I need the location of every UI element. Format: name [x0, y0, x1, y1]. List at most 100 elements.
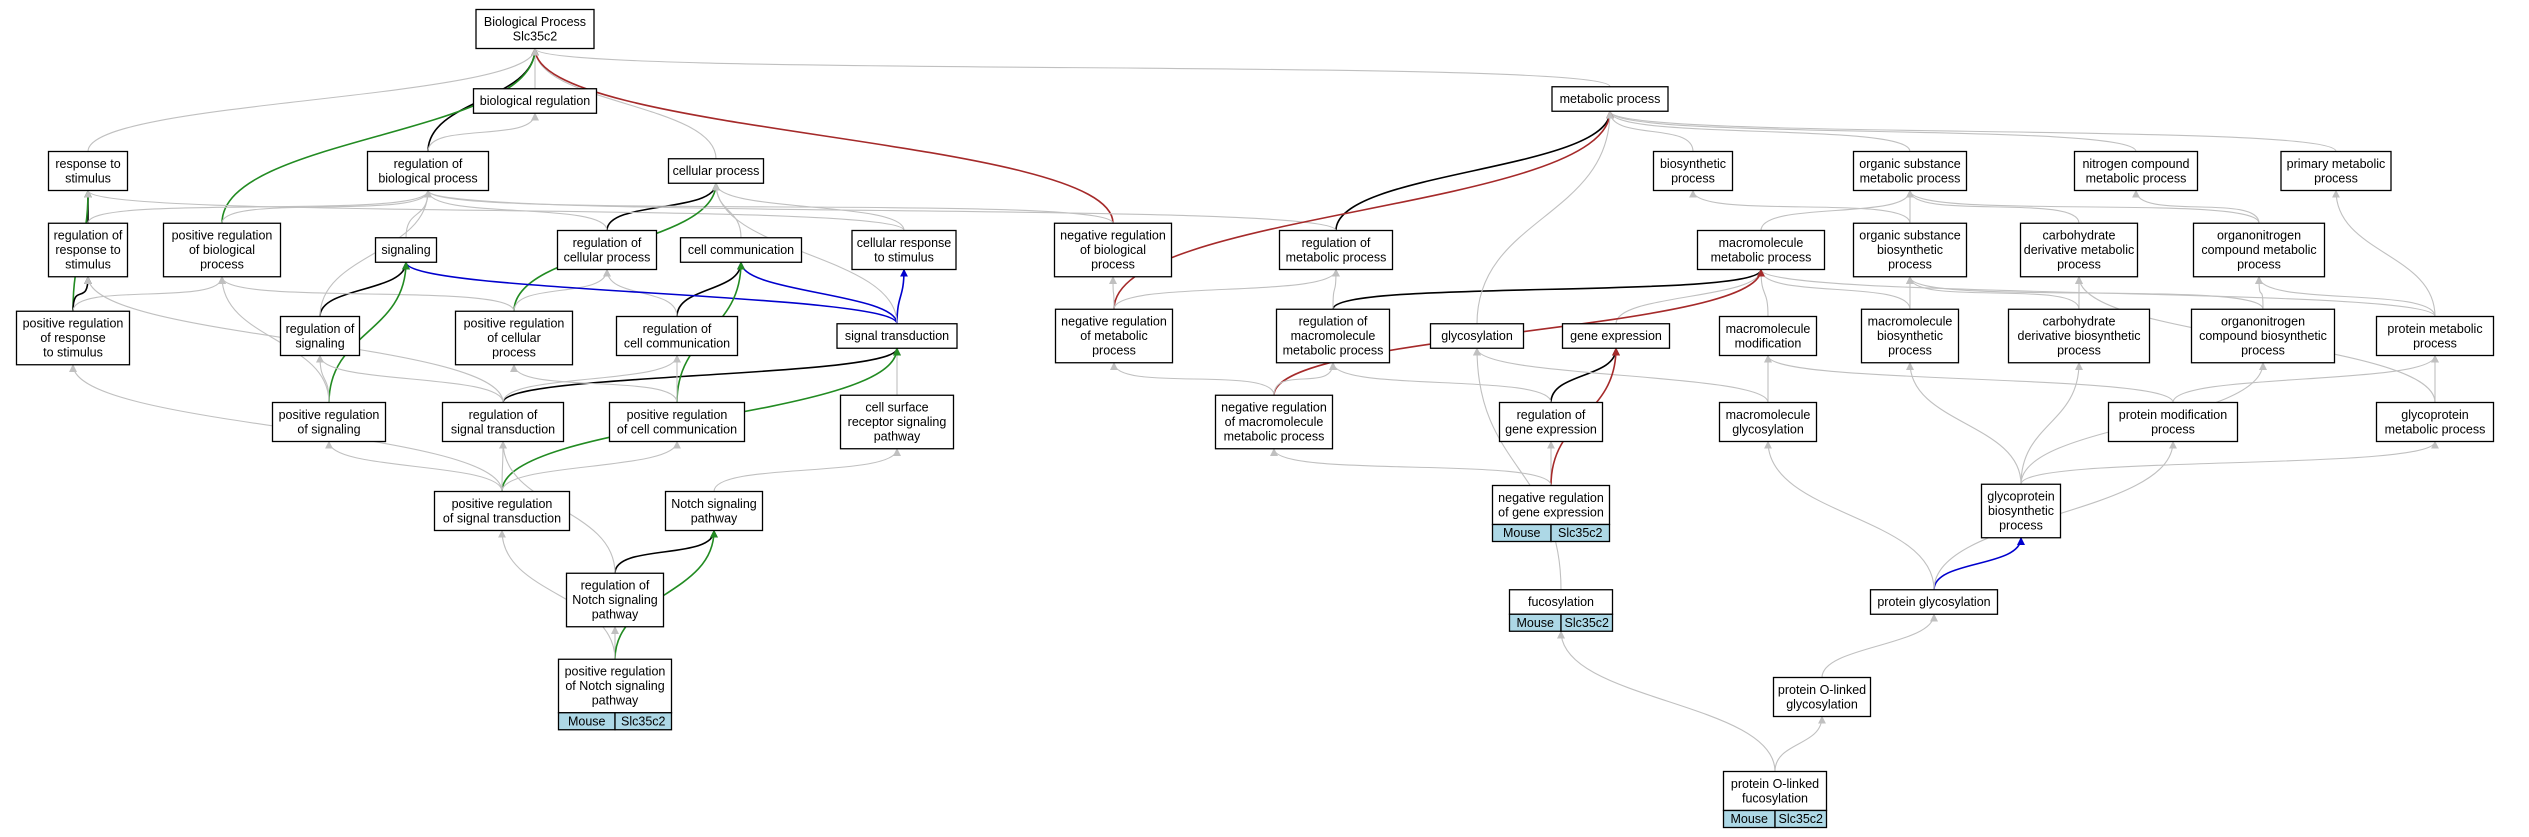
- node-label-line: carbohydrate: [2043, 229, 2116, 243]
- node-label-line: response to: [55, 243, 120, 257]
- node-label-line: of biological: [1080, 243, 1146, 257]
- node-label-line: primary metabolic: [2287, 157, 2386, 171]
- node-label-line: glycosylation: [1441, 329, 1513, 343]
- node-label-line: process: [1091, 258, 1135, 272]
- gene-tag-cell: [614, 712, 673, 731]
- node-sigtrans[interactable]: signal transduction: [836, 323, 958, 349]
- node-box: [836, 323, 958, 349]
- node-label-line: of gene expression: [1498, 505, 1604, 519]
- node-signaling[interactable]: signaling: [374, 237, 438, 263]
- node-label-line: process: [2241, 344, 2285, 358]
- edge-cellresp-to-resp: [84, 189, 905, 231]
- node-metab[interactable]: metabolic process: [1551, 86, 1669, 112]
- edge-protglyc-to-macroglyc: [1764, 440, 1935, 590]
- node-label-line: pathway: [592, 608, 639, 622]
- node-cellp[interactable]: cellular process: [667, 158, 765, 184]
- gene-tag-label: Slc35c2: [621, 714, 666, 728]
- node-box: [2190, 308, 2336, 364]
- node-label-line: organonitrogen: [2221, 315, 2305, 329]
- node-box: [454, 310, 574, 366]
- edge-negregmetab-to-metab: [1113, 110, 1614, 310]
- node-box: [1054, 308, 1174, 364]
- node-label-line: derivative metabolic: [2024, 243, 2134, 257]
- edge-negregmacro-to-regmacro: [1273, 361, 1337, 396]
- gene-tag-cell: [1774, 809, 1828, 829]
- node-cellcomm[interactable]: cell communication: [679, 237, 803, 263]
- edge-carbmet-to-orgsub: [1906, 189, 2080, 224]
- node-label-line: metabolic process: [1283, 344, 1384, 358]
- node-label-line: glycoprotein: [1987, 490, 2054, 504]
- node-box: [1561, 323, 1671, 349]
- node-label-line: glycosylation: [1786, 697, 1858, 711]
- species-tag-label: Mouse: [568, 714, 606, 728]
- node-box: [15, 310, 131, 366]
- node-label-line: regulation of: [1517, 408, 1586, 422]
- node-label-line: regulation of: [1302, 236, 1371, 250]
- node-protglyc[interactable]: protein glycosylation: [1869, 589, 1999, 615]
- node-label-line: metabolic process: [1286, 250, 1387, 264]
- node-label-line: receptor signaling: [848, 415, 947, 429]
- edge-signaling-to-regbp: [405, 189, 432, 238]
- gene-tag-cell: [1560, 613, 1614, 632]
- edge-posregbp-to-regbp: [221, 189, 432, 224]
- node-label-line: gene expression: [1570, 329, 1662, 343]
- node-geneexp[interactable]: gene expression: [1561, 323, 1671, 349]
- node-box: [2280, 150, 2392, 192]
- node-label-line: organic substance: [1859, 157, 1961, 171]
- node-box: [366, 150, 490, 192]
- node-label-line: process: [2314, 171, 2358, 185]
- node-breg[interactable]: biological regulation: [472, 88, 598, 114]
- edge-protmet-to-primary: [2332, 189, 2436, 317]
- edge-biosyn-to-metab: [1606, 110, 1694, 152]
- node-glycosyl[interactable]: glycosylation: [1429, 323, 1525, 349]
- edge-regsigtrans-to-regsig: [316, 354, 504, 403]
- edge-regsigtrans-to-regcellcomm: [502, 354, 681, 403]
